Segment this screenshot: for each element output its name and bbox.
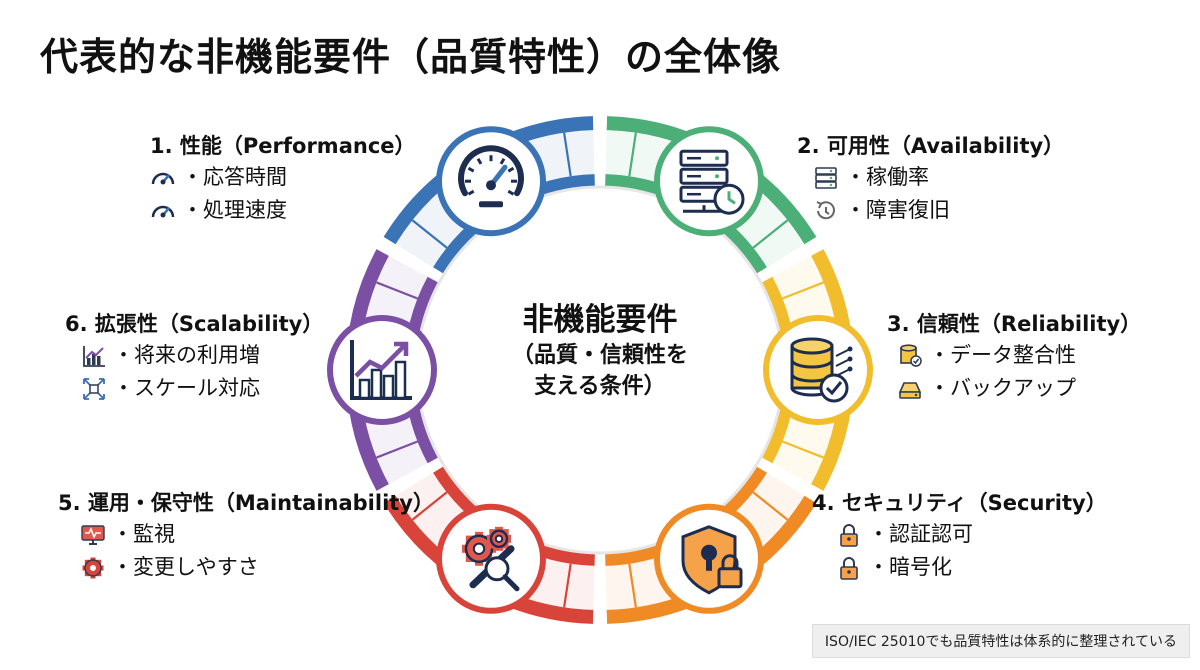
list-item: ・スケール対応 (65, 372, 323, 405)
server-icon (813, 165, 839, 191)
list-item: ・暗号化 (812, 551, 1107, 584)
list-item: ・稼働率 (797, 161, 1064, 194)
gear-icon (80, 555, 106, 581)
category-title: 6. 拡張性（Scalability） (65, 312, 324, 336)
list-item: ・バックアップ (887, 372, 1141, 405)
shield-lock-icon (681, 525, 743, 595)
node-performance (436, 126, 546, 237)
database-check-icon (897, 343, 923, 369)
category-performance: 1. 性能（Performance） ・応答時間 ・処理速度 (150, 131, 416, 227)
list-item: ・処理速度 (150, 194, 416, 227)
node-reliability (763, 315, 873, 425)
center-sub-text-2: 支える条件） (534, 374, 666, 399)
padlock-icon (836, 522, 862, 548)
center-sub-text-1: （品質・信頼性を (511, 343, 688, 368)
expand-icon (81, 376, 107, 402)
list-item: ・監視 (58, 518, 434, 551)
gear-wrench-icon (462, 526, 520, 592)
node-scalability (327, 315, 437, 425)
category-availability: 2. 可用性（Availability） ・稼働率 ・障害復旧 (797, 131, 1064, 227)
category-title: 2. 可用性（Availability） (797, 134, 1065, 158)
list-item: ・応答時間 (150, 161, 416, 194)
database-check-icon (790, 337, 853, 403)
node-availability (654, 126, 764, 237)
hard-drive-icon (897, 376, 923, 402)
node-maintainability (436, 503, 546, 614)
category-security: 4. セキュリティ（Security） ・認証認可 ・暗号化 (812, 488, 1107, 584)
footer-note: ISO/IEC 25010でも品質特性は体系的に整理されている (811, 624, 1190, 658)
category-title: 1. 性能（Performance） (150, 134, 416, 158)
line-chart-icon (81, 343, 107, 369)
growth-chart-icon (350, 340, 412, 400)
category-maintainability: 5. 運用・保守性（Maintainability） ・監視 ・変更しやすさ (58, 488, 434, 584)
speedometer-icon (150, 198, 176, 224)
list-item: ・データ整合性 (887, 339, 1141, 372)
history-icon (813, 198, 839, 224)
list-item: ・認証認可 (812, 518, 1107, 551)
category-title: 5. 運用・保守性（Maintainability） (58, 491, 434, 515)
category-scalability: 6. 拡張性（Scalability） ・将来の利用増 ・スケール対応 (65, 309, 323, 405)
padlock-icon (836, 555, 862, 581)
monitor-icon (80, 522, 106, 548)
speedometer-icon (458, 145, 524, 208)
server-clock-icon (679, 149, 745, 215)
list-item: ・障害復旧 (797, 194, 1064, 227)
page-title: 代表的な非機能要件（品質特性）の全体像 (40, 35, 782, 79)
list-item: ・将来の利用増 (65, 339, 323, 372)
category-reliability: 3. 信頼性（Reliability） ・データ整合性 ・バックアップ (887, 309, 1141, 405)
category-title: 4. セキュリティ（Security） (812, 491, 1107, 515)
speedometer-icon (150, 165, 176, 191)
category-title: 3. 信頼性（Reliability） (887, 312, 1142, 336)
center-main-text: 非機能要件 (522, 302, 678, 338)
node-security (654, 503, 764, 614)
list-item: ・変更しやすさ (58, 551, 434, 584)
center-label: 非機能要件 （品質・信頼性を 支える条件） (495, 300, 705, 402)
